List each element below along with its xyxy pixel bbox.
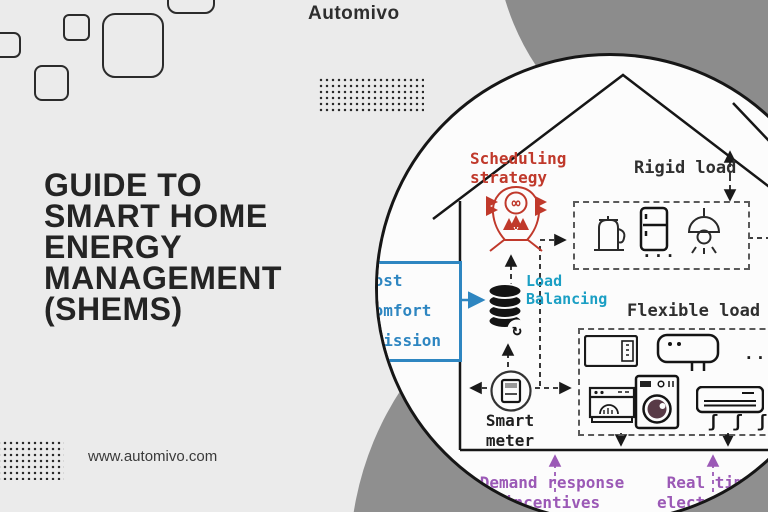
website-url: www.automivo.com [88,448,218,465]
objectives-box [378,261,462,362]
decor-square [102,13,164,78]
rigid-load-label: Rigid load [634,158,737,178]
flexible-load-label: Flexible load [627,301,761,321]
database-icon [487,283,527,339]
water-heater-icon [656,333,720,371]
flexible-load-box [578,328,768,436]
decor-dot-grid-bottom [0,440,64,480]
decor-square [167,0,215,14]
house-outline-and-connectors [432,73,768,492]
pendant-lamp-icon [687,208,721,254]
demand-response-label: Demand response incentives [479,473,625,512]
dishwasher-icon [588,386,636,423]
rigid-load-box [573,201,750,270]
scheduling-strategy-label: Scheduling strategy [470,149,567,187]
load-balancing-label: Load Balancing [526,272,608,308]
flexible-ellipsis: ... [744,344,768,363]
decor-dot-grid-top [318,77,424,113]
rigid-ellipsis: ... [642,242,677,261]
refresh-icon: ↻ [512,320,522,339]
page-title: GUIDE TO SMART HOME ENERGY MANAGEMENT (S… [44,167,282,327]
decor-square [0,32,21,58]
washing-machine-icon [634,374,680,430]
microwave-icon [584,335,638,367]
objectives-label: Cost comfort emission [375,271,442,350]
ai-brain-icon [486,185,547,252]
decor-square [63,14,90,41]
fridge-icon [639,206,669,252]
decor-square [34,65,69,101]
smart-meter-icon [490,370,532,412]
smart-meter-label: Smart meter [485,411,535,450]
heat-waves-icon: ʃ ʃ ʃ [708,412,768,432]
shems-diagram-image: Scheduling strategy ∞ Rigid lo [375,53,768,512]
infinity-icon: ∞ [511,194,521,212]
air-conditioner-icon [696,386,764,414]
brand-name: Automivo [308,3,400,24]
real-time-price-label: Real time electricity [657,473,763,512]
kettle-icon [594,216,626,251]
